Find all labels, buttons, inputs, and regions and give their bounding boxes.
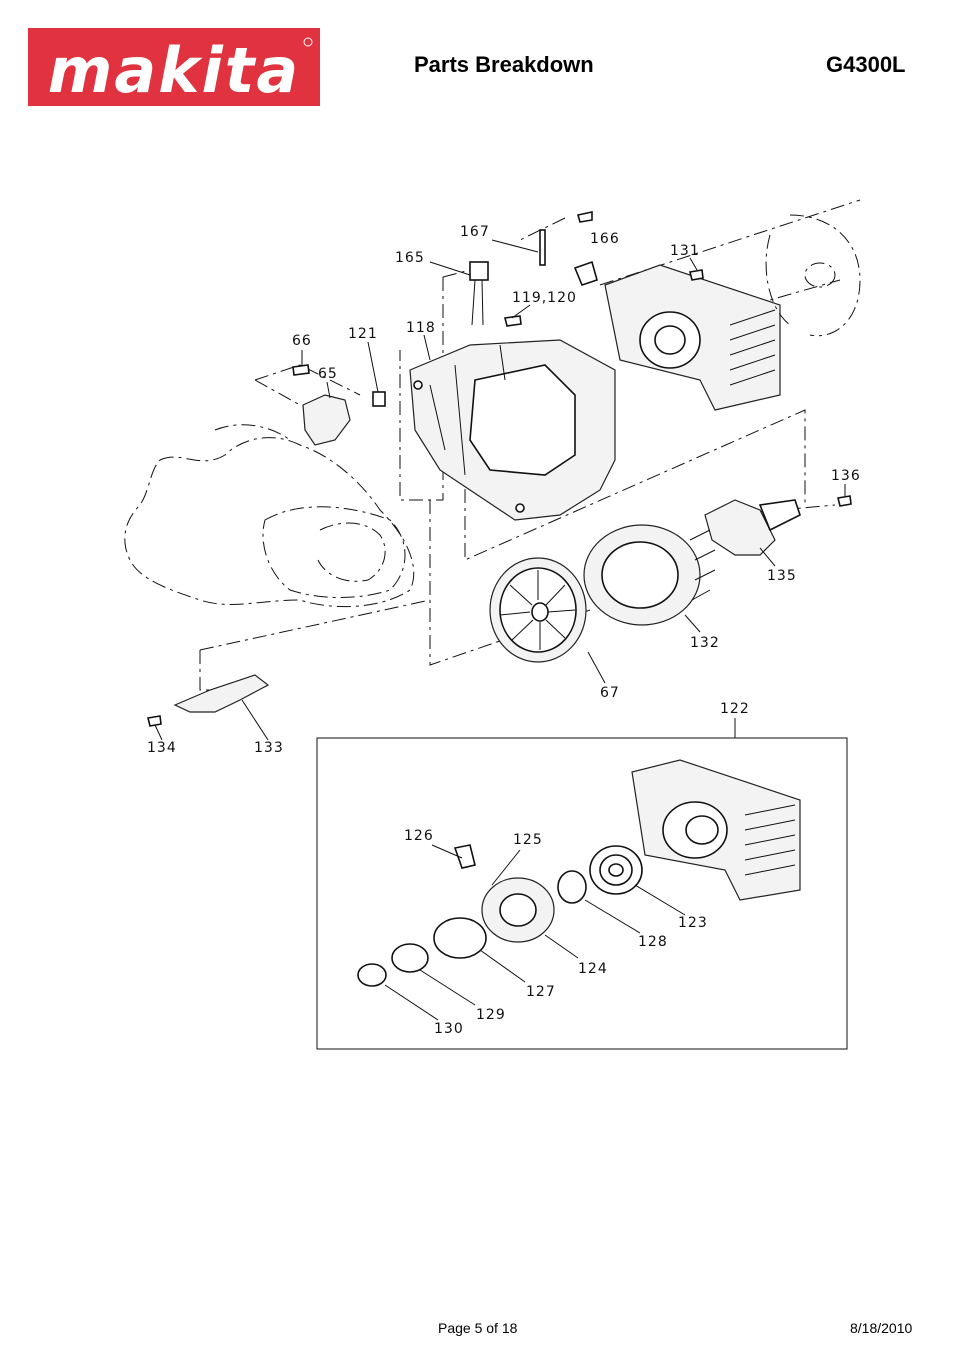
label-118: 118 [406, 320, 436, 336]
label-134: 134 [147, 740, 177, 756]
label-135: 135 [767, 568, 797, 584]
label-136: 136 [831, 468, 861, 484]
label-67: 67 [600, 685, 620, 701]
label-128: 128 [638, 934, 668, 950]
assembly-box [316, 737, 848, 1050]
engine-outline [124, 424, 415, 607]
part-67 [489, 557, 587, 663]
logo-text: makita [48, 34, 300, 106]
engine-flywheel-outline [765, 214, 861, 337]
label-66: 66 [292, 333, 312, 349]
label-123: 123 [678, 915, 708, 931]
label-121: 121 [348, 326, 378, 342]
recoil-cover-upper [604, 264, 781, 411]
label-126: 126 [404, 828, 434, 844]
label-65: 65 [318, 366, 338, 382]
label-119-120: 119,120 [512, 290, 577, 306]
label-133: 133 [254, 740, 284, 756]
leader-lines [154, 239, 846, 741]
label-166: 166 [590, 231, 620, 247]
small-parts [147, 211, 852, 727]
makita-logo: makita [28, 28, 320, 106]
label-131: 131 [670, 243, 700, 259]
fan-housing [409, 339, 616, 521]
label-165: 165 [395, 250, 425, 266]
label-127: 127 [526, 984, 556, 1000]
label-125: 125 [513, 832, 543, 848]
page-title: Parts Breakdown [414, 52, 594, 77]
assembly-leader-lines [384, 844, 686, 1021]
recoil-assembly [357, 759, 801, 987]
part-labels: 167 166 165 131 119,120 121 118 66 65 13… [147, 224, 861, 1037]
model-number: G4300L [826, 52, 906, 77]
page-number: Page 5 of 18 [438, 1320, 518, 1336]
label-132: 132 [690, 635, 720, 651]
label-129: 129 [476, 1007, 506, 1023]
label-130: 130 [434, 1021, 464, 1037]
part-135 [704, 499, 801, 556]
label-122: 122 [720, 701, 750, 717]
part-132 [583, 524, 716, 626]
label-167: 167 [460, 224, 490, 240]
part-133 [173, 674, 270, 713]
label-124: 124 [578, 961, 608, 977]
page-date: 8/18/2010 [850, 1320, 913, 1336]
